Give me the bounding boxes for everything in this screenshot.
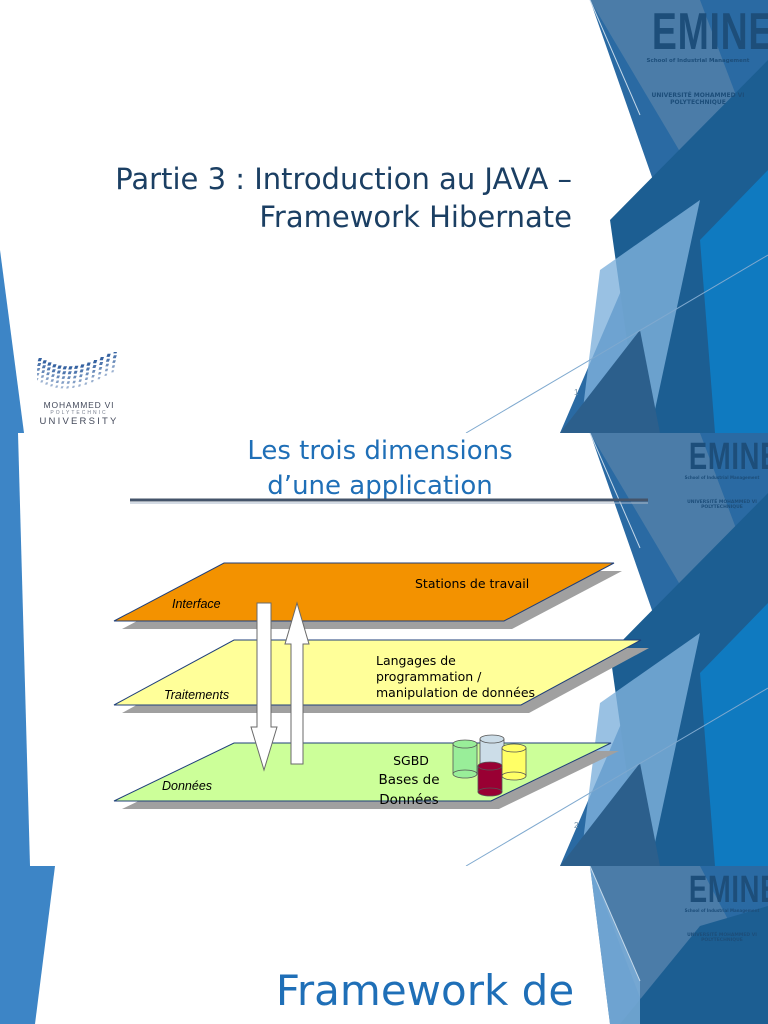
emines-logo: EMINES School of Industrial Management U… xyxy=(676,870,768,943)
university-line-2: POLYTECHNIQUE xyxy=(701,505,743,510)
emines-logo-subtitle: School of Industrial Management xyxy=(646,58,750,64)
slide-2-title-line-2: d’une application xyxy=(267,471,493,501)
slide-3-title: Framework de xyxy=(275,966,575,1015)
slide-1-title: Partie 3 : Introduction au JAVA – Framew… xyxy=(40,160,572,236)
processing-description-line-2: programmation / xyxy=(376,669,482,684)
slide-3: EMINES School of Industrial Management U… xyxy=(0,866,768,1024)
layer-processing-plane xyxy=(113,639,642,706)
university-line-2: POLYTECHNIQUE xyxy=(701,938,743,943)
database-cylinder xyxy=(477,761,503,797)
layer-interface-plane xyxy=(113,562,615,622)
university-line-1: UNIVERSITÉ MOHAMMED VI xyxy=(687,500,757,505)
layer-data-label: Données xyxy=(162,779,212,793)
university-logo-line-2: POLYTECHNIC xyxy=(50,410,108,416)
emines-logo: EMINES School of Industrial Management U… xyxy=(634,3,768,106)
layer-interface-label: Interface xyxy=(172,597,221,611)
application-layers-diagram: Données SGBD Bases de Données Traitement… xyxy=(113,498,649,809)
emines-logo-subtitle: School of Industrial Management xyxy=(684,908,760,913)
mohammed-vi-university-logo: MOHAMMED VI POLYTECHNIC UNIVERSITY xyxy=(34,350,124,427)
arrow-up-icon xyxy=(284,601,310,765)
sgbd-label: SGBD xyxy=(393,753,429,768)
slide-number: 2 xyxy=(574,821,579,830)
slide-1-title-line-1: Partie 3 : Introduction au JAVA – xyxy=(115,162,572,196)
slide-decoration xyxy=(0,0,768,433)
university-line-1: UNIVERSITÉ MOHAMMED VI xyxy=(651,92,745,99)
university-line-1: UNIVERSITÉ MOHAMMED VI xyxy=(687,933,757,938)
emines-logo: EMINES School of Industrial Management U… xyxy=(676,437,768,510)
emines-logo-name: EMINES xyxy=(651,3,768,61)
database-cylinder xyxy=(452,739,478,779)
university-line-2: POLYTECHNIQUE xyxy=(670,99,726,106)
slide-decoration xyxy=(0,433,768,866)
database-cylinder xyxy=(501,743,527,781)
layer-processing-label: Traitements xyxy=(164,688,229,702)
slide-1: EMINES School of Industrial Management U… xyxy=(0,0,768,433)
university-wave-icon xyxy=(35,350,118,389)
emines-logo-subtitle: School of Industrial Management xyxy=(684,475,760,480)
slide-number: 1 xyxy=(574,388,579,397)
databases-label-line-1: Bases de xyxy=(378,772,439,788)
emines-logo-name: EMINES xyxy=(688,436,768,478)
arrow-down-icon xyxy=(250,602,278,772)
slide-2-title-line-1: Les trois dimensions xyxy=(247,436,513,466)
slide-decoration xyxy=(0,866,768,1024)
slide-2-title: Les trois dimensions d’une application xyxy=(210,434,550,504)
university-logo-line-3: UNIVERSITY xyxy=(39,416,119,427)
emines-logo-name: EMINES xyxy=(688,869,768,911)
university-logo-line-1: MOHAMMED VI xyxy=(43,400,115,410)
slide-1-title-line-2: Framework Hibernate xyxy=(259,200,572,234)
processing-description-line-1: Langages de xyxy=(376,653,456,668)
database-cylinders-icon xyxy=(452,734,527,797)
processing-description-line-3: manipulation de données xyxy=(376,685,535,700)
databases-label-line-2: Données xyxy=(379,792,438,808)
interface-description: Stations de travail xyxy=(415,576,529,591)
